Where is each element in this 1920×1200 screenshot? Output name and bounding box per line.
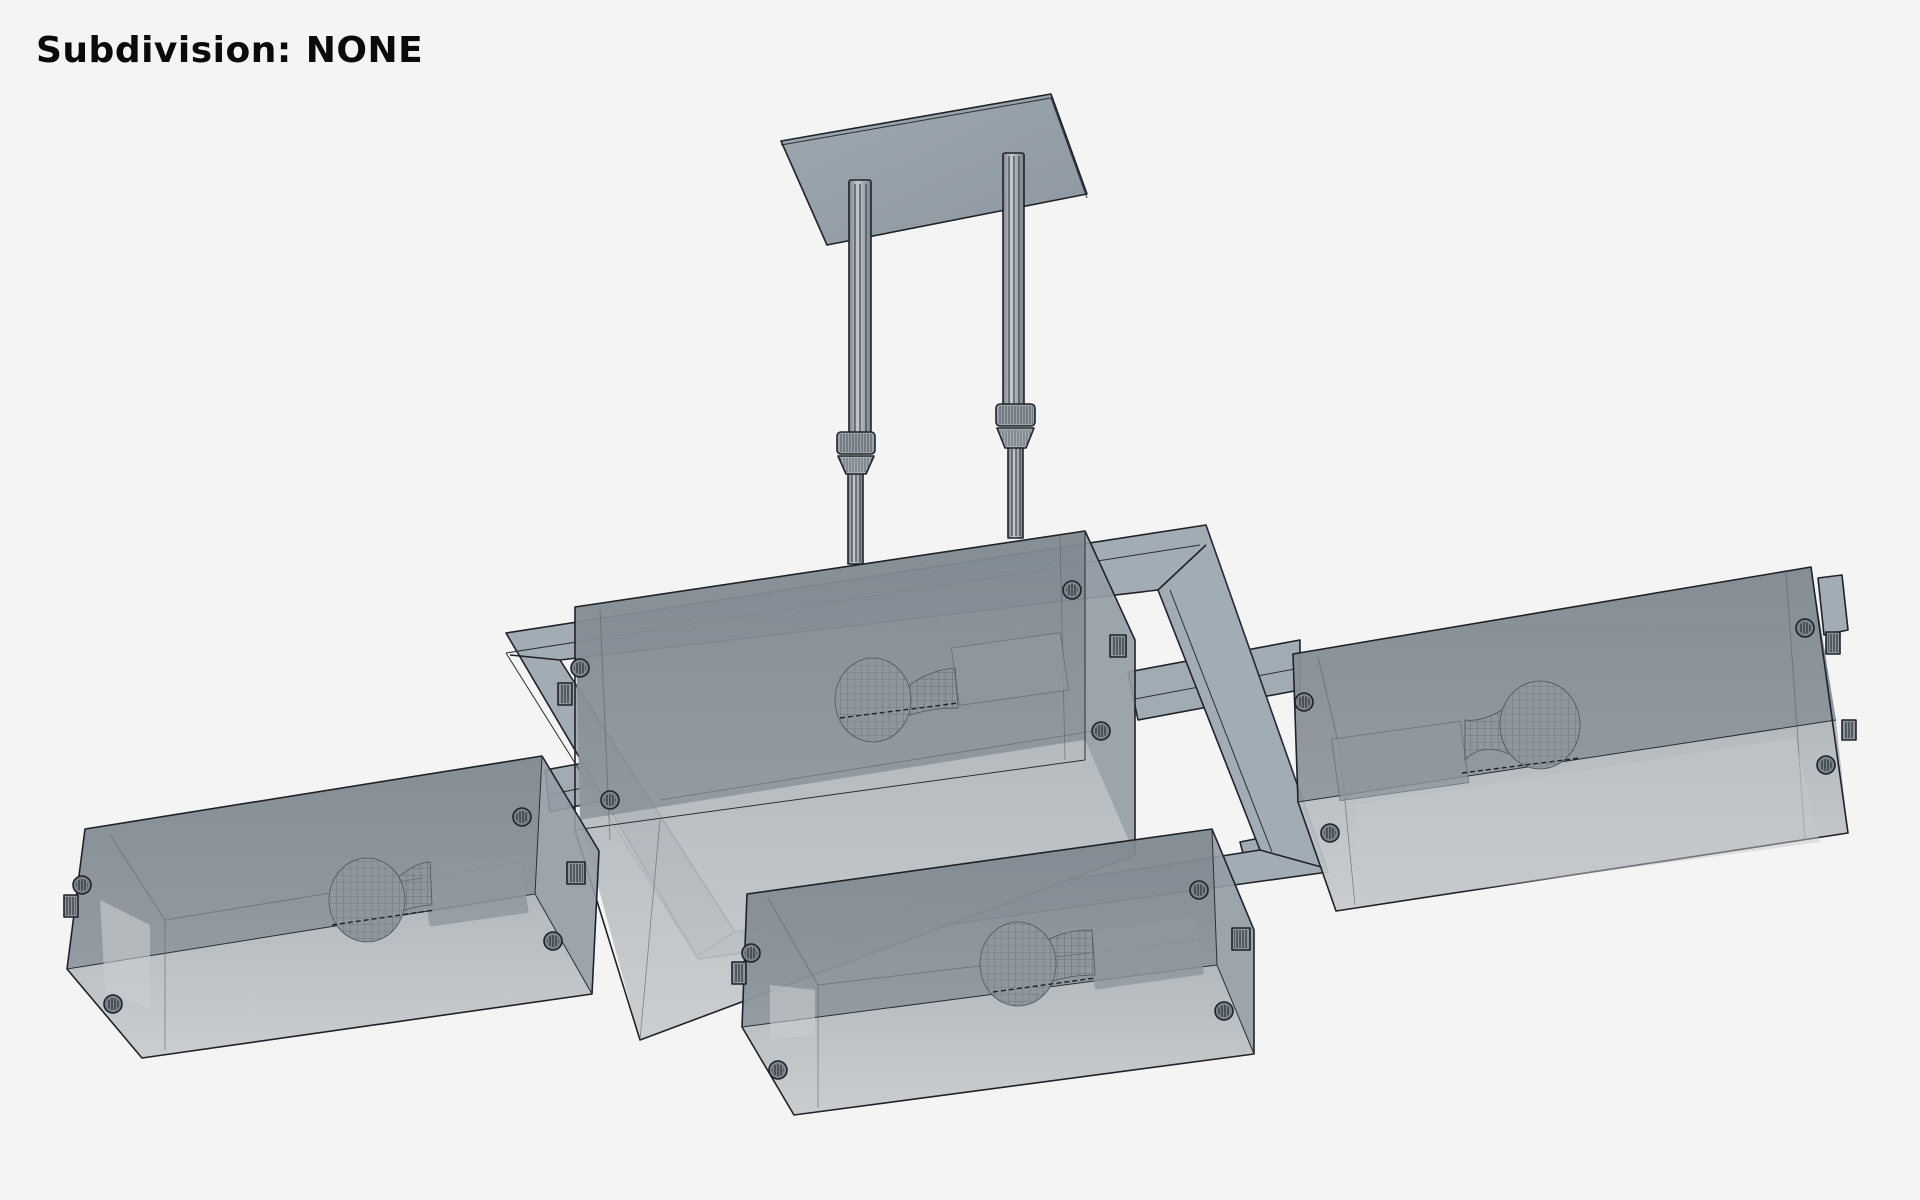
- rod-knob-right: [995, 403, 1036, 449]
- ceiling-canopy-plate: [780, 93, 1088, 246]
- subdivision-label-prefix: Subdivision:: [36, 30, 292, 71]
- light-bulb-bottom: [979, 916, 1205, 1007]
- light-bulb-right: [1331, 680, 1581, 802]
- screws-right: [1294, 618, 1857, 843]
- screws-left: [63, 807, 586, 1014]
- lamp-shade-right: [1292, 566, 1857, 912]
- suspension-rod-right: [1002, 152, 1025, 539]
- subdivision-label: Subdivision: NONE: [36, 30, 423, 71]
- lamp-shade-bottom: [731, 828, 1255, 1116]
- light-bulb-left: [328, 855, 529, 943]
- screws-top: [557, 580, 1127, 810]
- suspension-rod-left: [847, 179, 872, 565]
- rod-knob-left: [836, 431, 876, 475]
- subdivision-label-value: NONE: [305, 30, 424, 71]
- light-bulb-top: [834, 632, 1069, 743]
- screws-bottom: [731, 880, 1251, 1080]
- lamp-shade-left: [63, 755, 600, 1059]
